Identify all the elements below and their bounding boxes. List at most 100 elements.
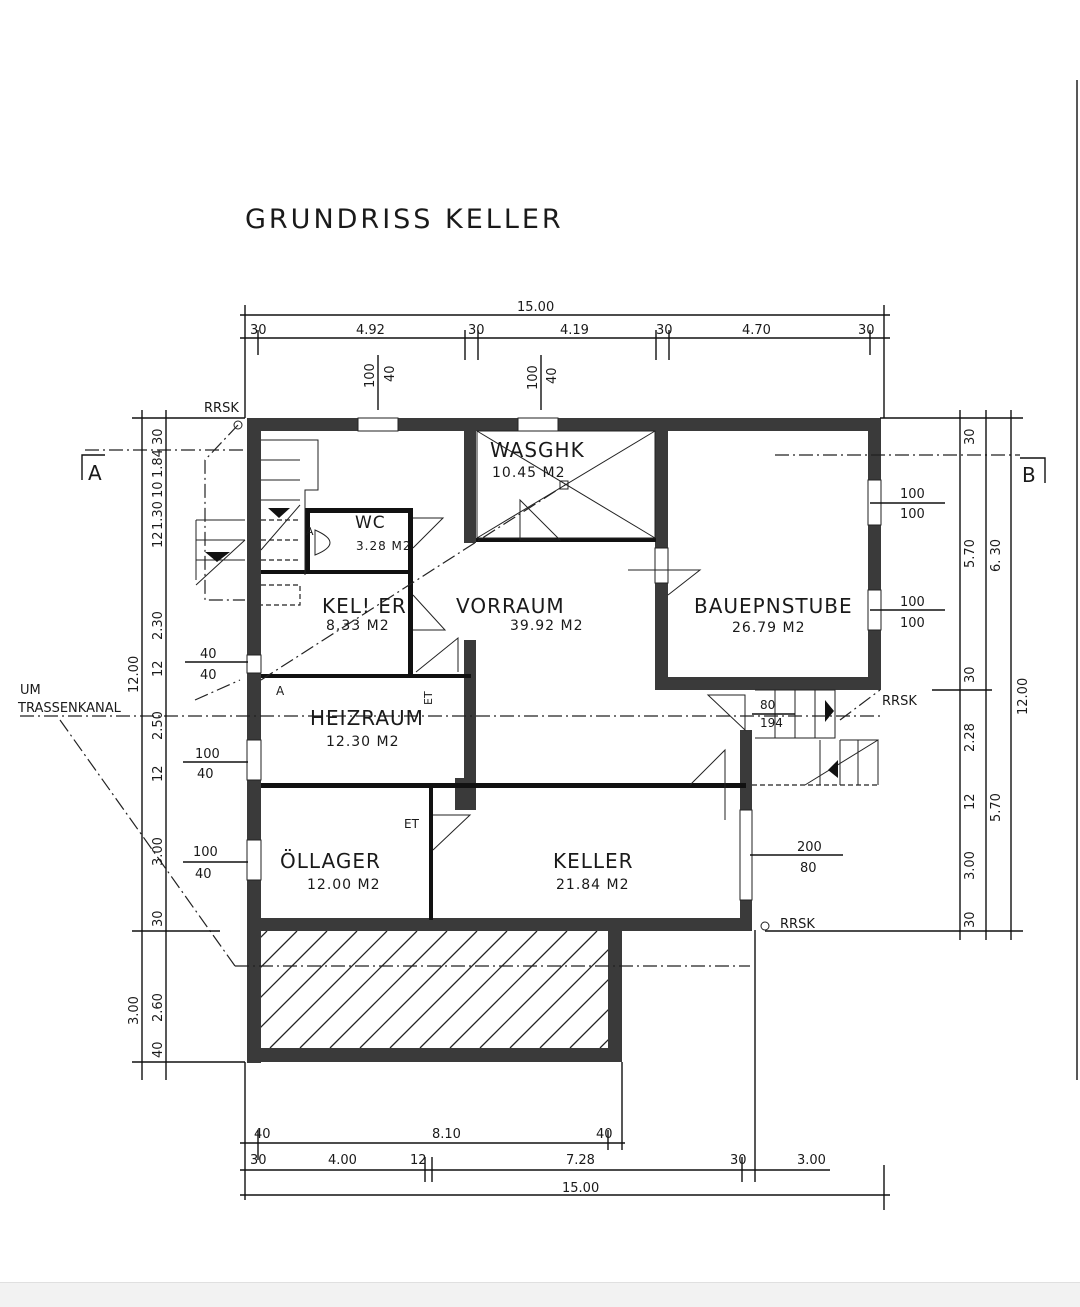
- window-label: 40: [545, 367, 560, 384]
- room-name-wc: WC: [355, 513, 386, 533]
- right-dimensions: 30 5.70 30 2.28 12 3.00 30 6. 30 5.70 12…: [765, 410, 1031, 940]
- room-name-oellager: ÖLLAGER: [280, 849, 381, 873]
- dim-right-total: 12.00: [1016, 678, 1031, 715]
- hatch-line: [690, 931, 807, 1048]
- dim-right-seg: 2.28: [963, 723, 978, 752]
- dim-bottom-total: 15.00: [562, 1181, 599, 1196]
- dim-right-seg: 30: [963, 428, 978, 445]
- section-b-label: B: [1022, 463, 1036, 487]
- walls: [246, 417, 882, 1063]
- window-label: 80: [760, 698, 775, 712]
- window-label: 40: [383, 365, 398, 382]
- dim-top-seg: 4.70: [742, 323, 771, 338]
- hatch-line: [389, 931, 508, 1048]
- dim-bottom-seg: 7.28: [566, 1153, 595, 1168]
- rrsk-label: RRSK: [780, 917, 815, 932]
- dim-right-mid: 5.70: [989, 793, 1004, 822]
- dim-bottom-seg: 40: [596, 1127, 613, 1142]
- dim-right-mid: 6. 30: [989, 539, 1004, 572]
- dim-top-seg: 30: [858, 323, 875, 338]
- window-label: 100: [195, 747, 220, 762]
- room-area-keller-small: 8.33 M2: [326, 618, 390, 634]
- dim-bottom-seg: 40: [254, 1127, 271, 1142]
- dim-top-seg: 4.19: [560, 323, 589, 338]
- room-name-heizraum: HEIZRAUM: [310, 706, 424, 730]
- dim-bottom-seg: 30: [730, 1153, 747, 1168]
- hatch-line: [261, 931, 328, 998]
- hatch-line: [419, 931, 538, 1048]
- window-label: 100: [900, 487, 925, 502]
- window-label: 100: [193, 845, 218, 860]
- et-label: ET: [422, 691, 435, 705]
- dim-bottom-seg: 4.00: [328, 1153, 357, 1168]
- window-label: 100: [900, 595, 925, 610]
- hatch-line: [479, 931, 598, 1048]
- door-swings: [314, 498, 746, 851]
- dim-right-seg: 30: [963, 666, 978, 683]
- dim-left-total: 12.00: [127, 656, 142, 693]
- axis-lines: [20, 424, 1020, 967]
- hatch-line: [269, 931, 388, 1048]
- window-label: 100: [900, 616, 925, 631]
- room-name-keller-small: KEL! ER: [322, 594, 407, 618]
- window-label: 40: [195, 867, 212, 882]
- window-label: 40: [197, 767, 214, 782]
- stairs-left: [195, 439, 319, 606]
- dim-left-terrace: 3.00: [127, 996, 142, 1025]
- bottom-bar: [0, 1282, 1080, 1307]
- hatch-line: [569, 1009, 608, 1048]
- hatch-line: [261, 931, 358, 1028]
- room-area-wc: 3.28 M2: [356, 539, 412, 553]
- plan-title: GRUNDRISS KELLER: [245, 204, 564, 235]
- room-area-vorraum: 39.92 M2: [510, 618, 584, 634]
- window-label: 100: [526, 365, 541, 390]
- dim-right-seg: 12: [963, 793, 978, 810]
- dim-top-seg: 4.92: [356, 323, 385, 338]
- et-label: ET: [404, 817, 420, 831]
- a-mark: A: [306, 525, 314, 538]
- room-name-bauepnstube: BAUEPNSTUBE: [694, 594, 853, 618]
- dim-top-seg: 30: [656, 323, 673, 338]
- top-dimensions: 15.00 30 4.92 30 4.19 30 4.70 30: [240, 300, 890, 418]
- room-name-wasghk: WASGHK: [490, 438, 585, 462]
- a-mark: A: [276, 684, 285, 698]
- dim-bottom-seg: 30: [250, 1153, 267, 1168]
- dim-top-seg: 30: [468, 323, 485, 338]
- left-dimensions: 30 1.84 10 1.30 12 2.30 12 2.50 12 3.00 …: [127, 410, 245, 1080]
- hatch-line: [539, 979, 608, 1048]
- dim-left-seg: 12: [151, 765, 166, 782]
- room-area-wasghk: 10.45 M2: [492, 465, 566, 481]
- room-name-vorraum: VORRAUM: [456, 594, 565, 618]
- hatch-line: [509, 949, 608, 1048]
- rrsk-label: RRSK: [204, 401, 239, 416]
- dim-right-seg: 3.00: [963, 851, 978, 880]
- hatch-line: [329, 931, 448, 1048]
- dim-bottom-seg: 3.00: [797, 1153, 826, 1168]
- window-label: 194: [760, 716, 783, 730]
- dim-left-seg: 30: [151, 428, 166, 445]
- dim-left-seg: 40: [151, 1041, 166, 1058]
- window-label: 200: [797, 840, 822, 855]
- dim-left-seg: 30: [151, 910, 166, 927]
- dim-bottom-seg: 12: [410, 1153, 427, 1168]
- room-name-keller: KELLER: [553, 849, 634, 873]
- um-label: UM: [20, 683, 41, 698]
- hatch-line: [660, 931, 777, 1048]
- window-label: 40: [200, 647, 217, 662]
- dim-left-seg: 1.30: [151, 501, 166, 530]
- room-labels: WASGHK 10.45 M2 WC 3.28 M2 KEL! ER 8.33 …: [280, 438, 853, 893]
- room-area-heizraum: 12.30 M2: [326, 734, 400, 750]
- room-area-keller: 21.84 M2: [556, 877, 630, 893]
- dim-right-seg: 5.70: [963, 539, 978, 568]
- top-window-labels: 100 40 100 40: [363, 355, 560, 410]
- hatch-line: [299, 931, 418, 1048]
- dim-right-seg: 30: [963, 911, 978, 928]
- rrsk-markers: RRSK RRSK RRSK: [204, 401, 917, 932]
- dim-top-seg: 30: [250, 323, 267, 338]
- window-label: 100: [363, 363, 378, 388]
- dim-left-seg: 10: [151, 481, 166, 498]
- window-label: 80: [800, 861, 817, 876]
- window-label: 40: [200, 668, 217, 683]
- dim-top-total: 15.00: [517, 300, 554, 315]
